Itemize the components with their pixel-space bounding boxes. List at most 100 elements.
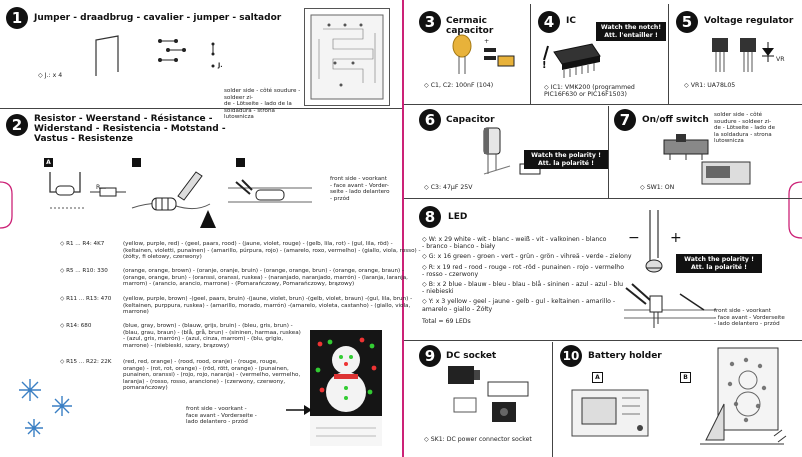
- jumper-dots-icon: [211, 42, 215, 68]
- battery-tag-a: A: [592, 372, 603, 383]
- capacitor-title: Capacitor: [446, 115, 495, 125]
- capacitor-quantity: ◇ C3: 47µF 25V: [424, 184, 473, 191]
- section-row1-divider: [404, 104, 802, 105]
- resistor-title: Resistor - Weerstand - Résistance - Wide…: [34, 114, 226, 144]
- step-number-7: 7: [614, 109, 636, 131]
- front-side-arrow-icon: [286, 405, 312, 415]
- dc-socket-icon: [448, 366, 529, 422]
- resistor-tag-a: A: [44, 158, 53, 167]
- jumper-title: Jumper - draadbrug - cavalier - jumper -…: [34, 13, 282, 23]
- resistor-row-label: ◇ R1 ... R4: 4K7: [60, 241, 105, 247]
- voltage-regulator-quantity: ◇ VR1: UA78L05: [684, 82, 736, 89]
- svg-text:!: !: [542, 60, 547, 71]
- step-number-10: 10: [560, 345, 582, 367]
- resistor-row: ◇ R1 ... R4: 4K7 (yellow, purple, red) -…: [60, 241, 420, 269]
- resistor-r-label: R...: [96, 184, 106, 191]
- led-minus-sign: −: [628, 230, 640, 246]
- voltage-regulator-title: Voltage regulator: [704, 16, 794, 26]
- dc-socket-quantity: ◇ SK1: DC power connector socket: [424, 436, 532, 443]
- step-number-2: 2: [6, 114, 28, 136]
- jumper-j-label: J.: [218, 62, 223, 69]
- resistor-row: ◇ R5 ... R10: 330 (orange, orange, brown…: [60, 268, 408, 296]
- section-row3-divider: [404, 340, 802, 341]
- electrolytic-capacitor-icon: [483, 127, 541, 175]
- led-title: LED: [448, 212, 468, 222]
- ceramic-capacitor-title: Cermaic capacitor: [446, 16, 494, 36]
- resistor-bend-icon: [49, 172, 84, 209]
- switch-icon: [663, 134, 709, 160]
- led-polarity-warning: Watch the polarity ! Att. la polarité !: [676, 254, 762, 273]
- dc-socket-title: DC socket: [446, 351, 497, 361]
- section-9-10-divider: [552, 342, 553, 457]
- step-number-8: 8: [419, 206, 441, 228]
- resistor-cut-icon: [228, 179, 312, 203]
- step-number-3: 3: [419, 11, 441, 33]
- led-item: ◇ R: x 19 red - rood - rouge - rot -röd …: [422, 263, 624, 278]
- resistor-row-colors: (blue, gray, brown) - (blauw, grijs, bru…: [123, 323, 301, 349]
- capacitor-polarity-warning: Watch the polarity ! Att. la polarité !: [524, 150, 608, 169]
- resistor-step-c-marker: [236, 158, 245, 167]
- led-item: ◇ W: x 29 white - wit - blanc - weiß - v…: [422, 236, 607, 251]
- ceramic-capacitor-quantity: ◇ C1, C2: 100nF (104): [424, 82, 494, 89]
- switch-solder-side-caption: solder side - côté soudure - soldeer zi-…: [714, 112, 776, 145]
- resistor-cut-arrow-icon: [200, 210, 216, 228]
- resistor-row-colors: (yellow, purple, red) - (geel, paars, ro…: [123, 241, 421, 261]
- ceramic-capacitor-icon: [452, 34, 515, 74]
- step-number-4: 4: [538, 11, 560, 33]
- ic-chip-icon: !: [542, 43, 601, 78]
- resistor-front-side-caption: front side - voorkant - face avant - Vor…: [330, 176, 390, 202]
- led-mounting-icon: [624, 283, 716, 328]
- battery-holder-board-icon: [571, 389, 649, 437]
- led-plus-sign: +: [670, 230, 682, 246]
- section-3-4-divider: [530, 4, 531, 104]
- section-1-divider: [0, 108, 402, 109]
- resistor-row: ◇ R14: 680 (blue, gray, brown) - (blauw,…: [60, 323, 301, 351]
- resistor-row: ◇ R11 ... R13: 470 (yellow, purple, brow…: [60, 296, 412, 324]
- jumper-quantity: ◇ J.: x 4: [38, 72, 63, 79]
- resistor-row: ◇ R15 ... R22: 22K (red, red, orange) - …: [60, 359, 300, 395]
- led-item: ◇ G: x 16 green - groen - vert - grün - …: [422, 253, 632, 261]
- page-divider: [402, 0, 404, 457]
- jumper-wire-icon: [95, 35, 119, 76]
- snowman-board-photo: [310, 330, 382, 446]
- resistor-step-b-marker: [132, 158, 141, 167]
- led-total: Total = 69 LEDs: [422, 317, 471, 325]
- pcb-solder-side-image: [304, 8, 390, 106]
- section-row2-divider: [404, 198, 802, 199]
- ceramic-capacitor-plus: +: [484, 38, 490, 45]
- ic-notch-warning: Watch the notch! Att. l'entailler !: [596, 22, 666, 41]
- resistor-row-colors: (orange, orange, brown) - (oranje, oranj…: [123, 268, 408, 288]
- snowman-front-side-caption: front side - voorkant - face avant - Vor…: [186, 406, 257, 426]
- battery-tag-b: B: [680, 372, 691, 383]
- resistor-symbol-icon: [90, 187, 126, 197]
- voltage-regulator-vr-label: VR: [776, 56, 785, 63]
- battery-holder-stand-icon: [700, 347, 787, 445]
- led-front-side-caption: front side - voorkant - face avant - Vor…: [714, 308, 785, 328]
- led-item: ◇ Y: x 3 yellow - geel - jaune - gelb - …: [422, 298, 616, 313]
- jumper-pcb-icon: [158, 39, 186, 62]
- ic-title: IC: [566, 16, 576, 26]
- led-list: ◇ W: x 29 white - wit - blanc - weiß - v…: [422, 236, 644, 325]
- step-number-5: 5: [676, 11, 698, 33]
- binder-tab-left: [0, 181, 13, 229]
- switch-title: On/off switch: [642, 115, 709, 125]
- section-6-7-divider: [608, 106, 609, 198]
- resistor-row-label: ◇ R14: 680: [60, 323, 92, 329]
- step-number-9: 9: [419, 345, 441, 367]
- voltage-regulator-icon: [712, 38, 774, 72]
- led-component-icon: [645, 210, 663, 273]
- jumper-solder-side-caption: solder side - côté soudure - soldeer zi-…: [224, 88, 301, 121]
- step-number-6: 6: [419, 109, 441, 131]
- resistor-row-label: ◇ R15 ... R22: 22K: [60, 359, 112, 365]
- ic-quantity: ◇ IC1: VMK200 (programmed PIC16F630 or P…: [544, 84, 635, 99]
- snowflake-decoration-icon: [19, 379, 72, 437]
- step-number-1: 1: [6, 7, 28, 29]
- resistor-row-colors: (yellow, purple, brown) -(geel, paars, b…: [123, 296, 413, 316]
- led-item: ◇ B: x 2 blue - blauw - bleu - blau - bl…: [422, 281, 624, 296]
- section-4-5-divider: [668, 4, 669, 104]
- resistor-solder-icon: [131, 171, 211, 211]
- resistor-row-colors: (red, red, orange) - (rood, rood, oranje…: [123, 359, 301, 392]
- switch-quantity: ◇ SW1: ON: [640, 184, 675, 191]
- resistor-row-label: ◇ R11 ... R13: 470: [60, 296, 112, 302]
